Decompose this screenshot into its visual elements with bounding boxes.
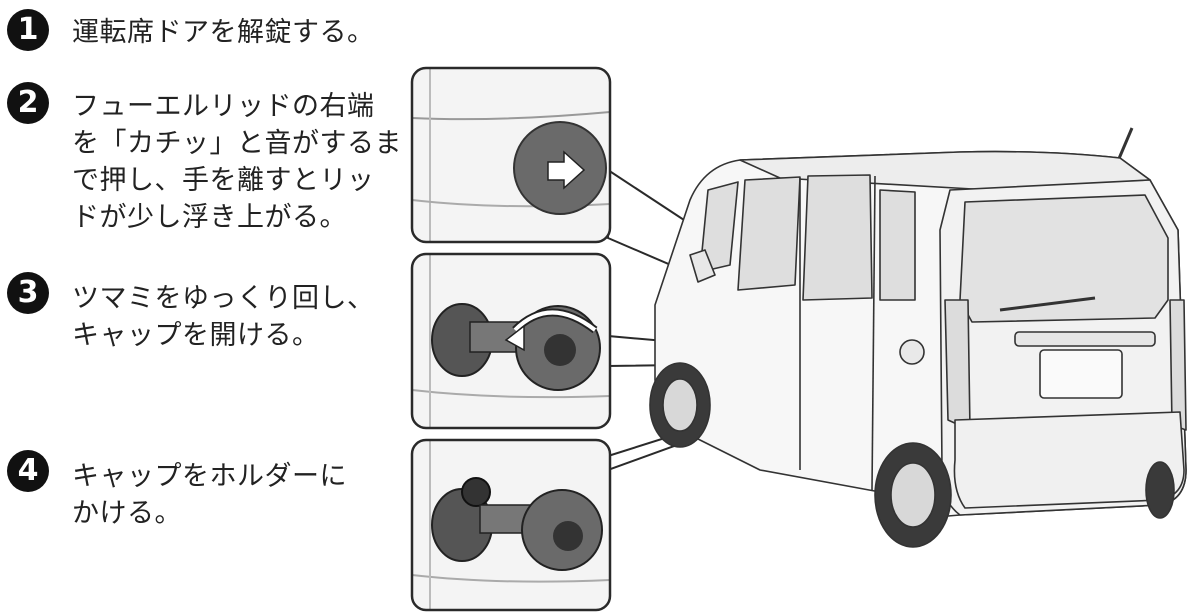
step-4-text: キャップをホルダーに かける。 <box>72 458 347 532</box>
step-3: 3 ツマミをゆっくり回し、 キャップを開ける。 <box>0 272 400 362</box>
arrow-right-icon <box>547 150 586 190</box>
step-4-line-1: キャップをホルダーに <box>72 461 347 492</box>
step-2-line-1: フューエルリッドの右端 <box>72 91 375 122</box>
step-2: 2 フューエルリッドの右端 を「カチッ」と音がするま で押し、手を離すとリッ ド… <box>0 82 402 242</box>
step-1-badge: 1 <box>7 9 49 51</box>
step-3-detail-panel <box>410 252 612 430</box>
step-1-line-1: 運転席ドアを解錠する。 <box>72 17 375 48</box>
step-3-text: ツマミをゆっくり回し、 キャップを開ける。 <box>72 280 375 354</box>
step-4: 4 キャップをホルダーに かける。 <box>0 450 400 540</box>
step-2-line-2: を「カチッ」と音がするま <box>72 128 402 159</box>
step-3-line-1: ツマミをゆっくり回し、 <box>72 283 375 314</box>
step-2-text: フューエルリッドの右端 を「カチッ」と音がするま で押し、手を離すとリッ ドが少… <box>72 88 402 236</box>
rotate-arrow-icon <box>504 324 525 352</box>
step-3-line-2: キャップを開ける。 <box>72 320 320 351</box>
step-2-badge: 2 <box>7 82 49 124</box>
car-illustration <box>649 127 1187 548</box>
step-1: 1 運転席ドアを解錠する。 <box>0 6 400 54</box>
step-4-line-2: かける。 <box>72 498 182 529</box>
step-2-detail-panel <box>410 66 612 244</box>
step-3-badge: 3 <box>7 272 49 314</box>
step-1-text: 運転席ドアを解錠する。 <box>72 14 375 51</box>
step-4-badge: 4 <box>7 450 49 492</box>
step-2-line-3: で押し、手を離すとリッ <box>72 165 375 196</box>
step-2-line-4: ドが少し浮き上がる。 <box>72 202 347 233</box>
step-4-detail-panel <box>410 438 612 612</box>
